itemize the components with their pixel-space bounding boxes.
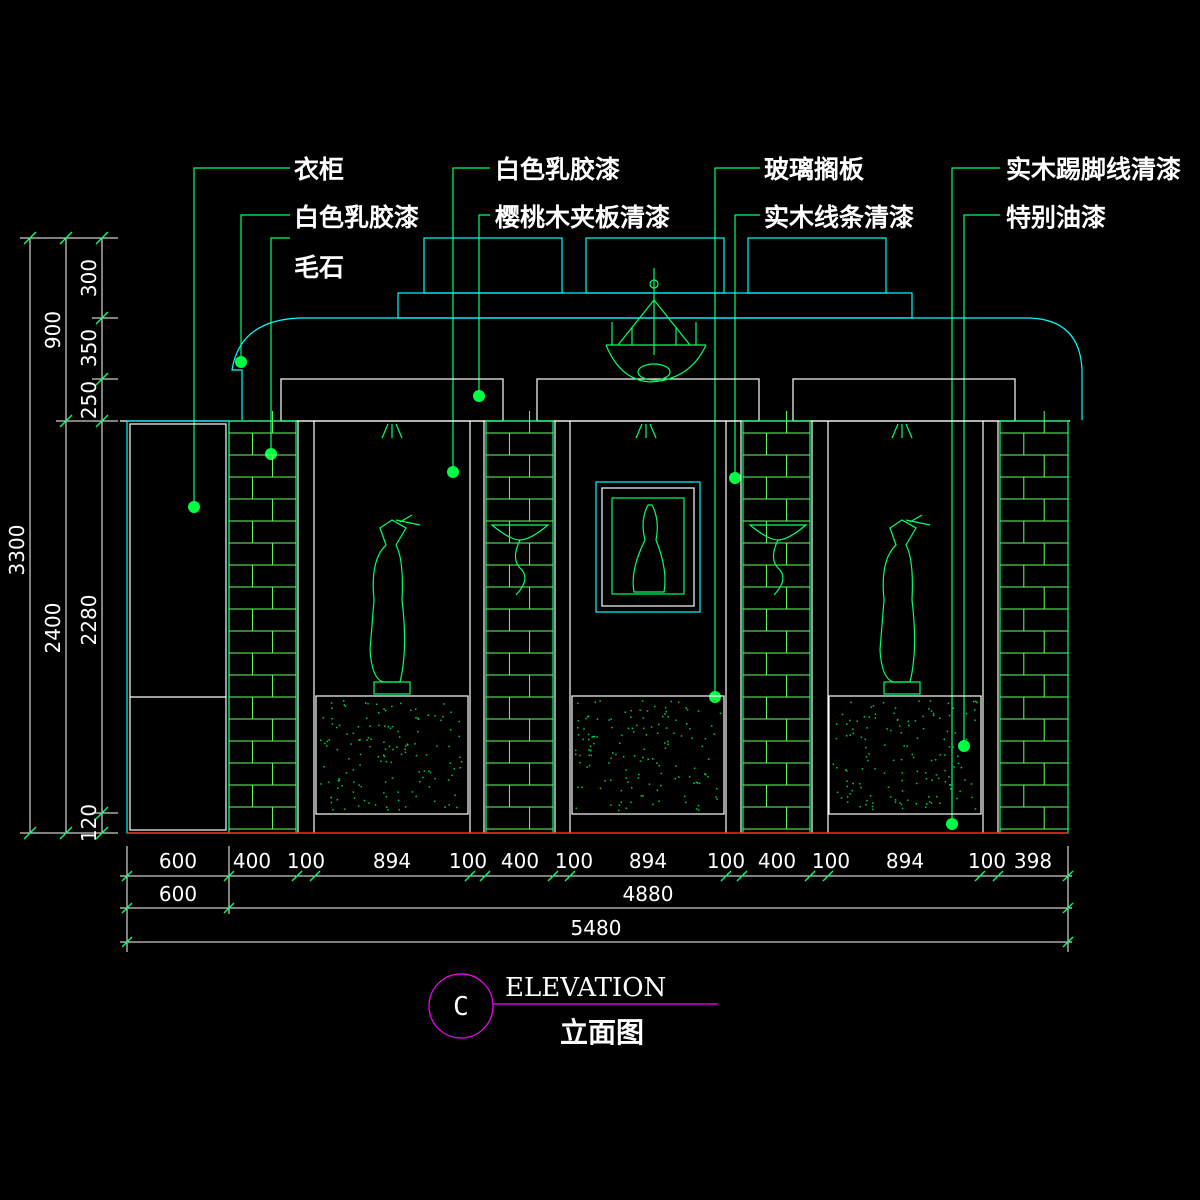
vertical-dim-lines: [20, 237, 118, 834]
framed-painting-icon: [595, 481, 701, 613]
dim-h-600: 600: [159, 849, 197, 873]
dim-v-120: 120: [77, 804, 101, 842]
wall-sconce-right-icon: [748, 524, 808, 596]
dim-h-100: 100: [812, 849, 850, 873]
dim-v-300: 300: [77, 259, 101, 297]
stone-courses: [229, 411, 1068, 830]
dim-row-1: 600 400 100 894 100 400 100 894 100 400 …: [159, 849, 1052, 873]
dim-total-height: 3300: [5, 525, 29, 576]
dim-h-100: 100: [968, 849, 1006, 873]
dim-ceiling-zone: 900: [41, 311, 65, 349]
glass-shelf-cabinets: [315, 695, 982, 815]
callout-glass-shelf: 玻璃搁板: [764, 155, 864, 184]
downlight-icons: [381, 423, 913, 439]
wardrobe: [126, 420, 230, 834]
statue-right-icon: [879, 514, 931, 695]
dim-h-100: 100: [449, 849, 487, 873]
callout-leaders: [193, 167, 1000, 824]
wood-trim-strips: [297, 421, 999, 833]
dim-h3-5480: 5480: [571, 916, 622, 940]
title-chinese: 立面图: [560, 1016, 644, 1049]
statue-left-icon: [369, 514, 421, 695]
dim-v-2280: 2280: [77, 595, 101, 646]
callout-wardrobe: 衣柜: [294, 155, 344, 184]
dim-h-100: 100: [555, 849, 593, 873]
dim-h-400: 400: [758, 849, 796, 873]
callout-white-latex-2: 白色乳胶漆: [495, 155, 620, 184]
callout-dots: [188, 356, 970, 830]
vertical-dim-ticks: [23, 231, 109, 840]
dim-h-894: 894: [373, 849, 411, 873]
dim-v-250: 250: [77, 381, 101, 419]
title-english: ELEVATION: [505, 973, 666, 1003]
horizontal-dim-ticks: [121, 870, 1074, 948]
callout-cherry-plywood: 樱桃木夹板清漆: [495, 203, 670, 232]
callout-wood-skirting: 实木踢脚线清漆: [1006, 155, 1181, 184]
callout-special-paint: 特别油漆: [1006, 203, 1106, 232]
dim-h-400: 400: [233, 849, 271, 873]
dim-h-398: 398: [1014, 849, 1052, 873]
dim-h-100: 100: [287, 849, 325, 873]
cabinet-texture: [320, 700, 978, 812]
dim-h-894: 894: [886, 849, 924, 873]
title-letter: C: [453, 992, 469, 1022]
dim-h2-600: 600: [159, 882, 197, 906]
ceiling-structure: [120, 237, 1083, 422]
dim-h2-4880: 4880: [623, 882, 674, 906]
stone-pillars: [228, 420, 1069, 834]
title-block: C ELEVATION 立面图: [428, 973, 718, 1049]
dim-v-350: 350: [77, 329, 101, 367]
dim-h-400: 400: [501, 849, 539, 873]
dim-h-894: 894: [629, 849, 667, 873]
dim-h-100: 100: [707, 849, 745, 873]
title-circle: [428, 973, 494, 1039]
callout-rubble-stone: 毛石: [294, 253, 344, 282]
wall-sconce-left-icon: [490, 524, 550, 596]
horizontal-dim-lines: [120, 846, 1072, 952]
callout-white-latex-1: 白色乳胶漆: [294, 203, 419, 232]
dim-wall-zone: 2400: [41, 603, 65, 654]
callout-wood-molding: 实木线条清漆: [764, 203, 914, 232]
chandelier-icon: [605, 268, 707, 383]
